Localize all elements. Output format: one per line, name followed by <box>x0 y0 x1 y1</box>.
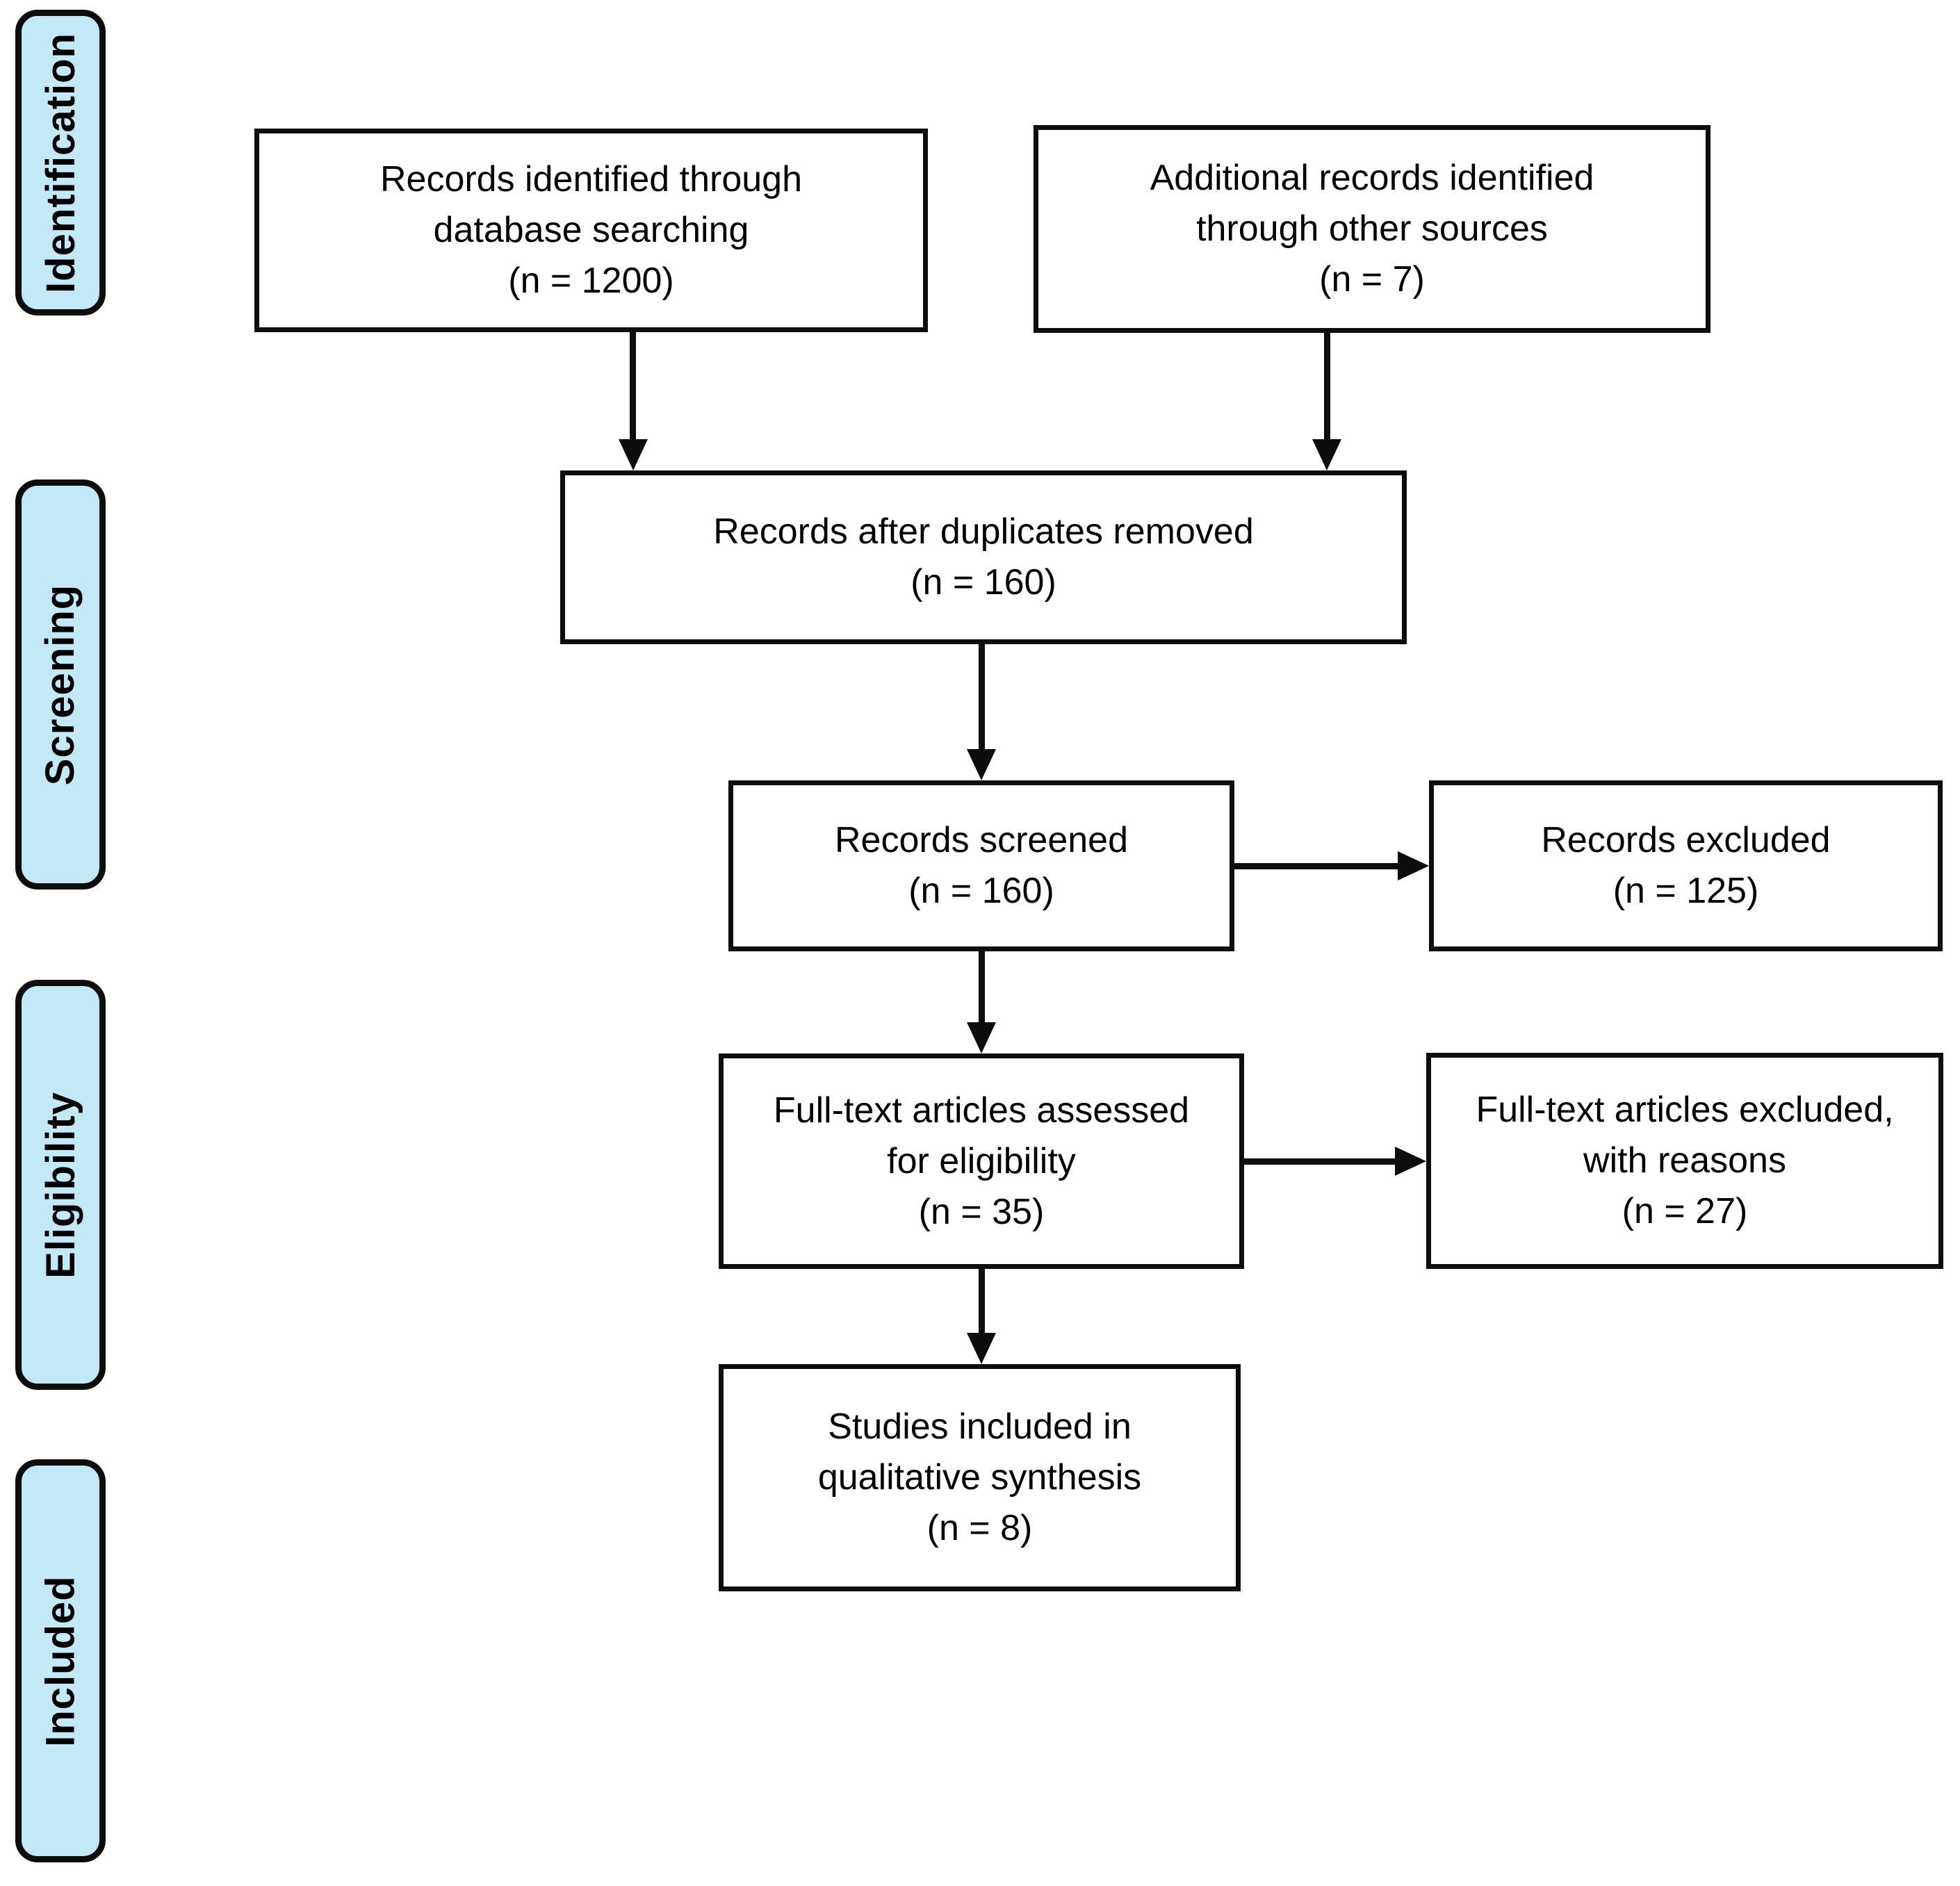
arrow-fulltext-to-excluded-head <box>1395 1147 1426 1176</box>
stage-eligibility: Eligibility <box>15 980 106 1390</box>
box-records-excluded-label: Records excluded <box>1541 820 1831 860</box>
stage-eligibility-label: Eligibility <box>38 1091 83 1279</box>
arrow-fulltext-to-excluded-shaft <box>1244 1158 1398 1165</box>
stage-included-label: Included <box>38 1575 83 1747</box>
box-records-identified-label: Records identified through database sear… <box>379 159 803 250</box>
stage-identification: Identification <box>15 10 106 315</box>
box-records-excluded-count: (n = 125) <box>1612 871 1759 911</box>
box-after-duplicates-count: (n = 160) <box>910 562 1056 602</box>
box-records-identified-count: (n = 1200) <box>508 261 674 301</box>
box-records-screened-count: (n = 160) <box>908 871 1054 911</box>
arrow-fulltext-to-included-shaft <box>979 1269 985 1336</box>
arrow-screened-to-excluded-shaft <box>1234 863 1400 869</box>
stage-identification-label: Identification <box>38 32 83 293</box>
box-records-excluded: Records excluded (n = 125) <box>1429 780 1943 951</box>
box-fulltext-excluded-count: (n = 27) <box>1622 1191 1748 1231</box>
box-fulltext-assessed: Full-text articles assessed for eligibil… <box>719 1053 1244 1269</box>
box-records-screened: Records screened (n = 160) <box>728 780 1234 951</box>
arrow-identified-to-duplicates-shaft <box>630 332 636 442</box>
box-additional-records-count: (n = 7) <box>1319 259 1425 300</box>
box-fulltext-assessed-count: (n = 35) <box>918 1191 1045 1232</box>
arrow-duplicates-to-screened-shaft <box>979 644 985 752</box>
box-additional-records-label: Additional records identified through ot… <box>1150 158 1594 249</box>
box-studies-included-count: (n = 8) <box>926 1508 1033 1548</box>
box-studies-included: Studies included in qualitative synthesi… <box>719 1364 1241 1591</box>
box-after-duplicates: Records after duplicates removed (n = 16… <box>560 470 1407 644</box>
arrow-additional-to-duplicates-shaft <box>1324 333 1330 442</box>
box-fulltext-assessed-label: Full-text articles assessed for eligibil… <box>773 1090 1190 1181</box>
box-fulltext-excluded: Full-text articles excluded, with reason… <box>1426 1053 1943 1269</box>
arrow-additional-to-duplicates-head <box>1312 439 1341 470</box>
stage-screening-label: Screening <box>38 584 83 785</box>
arrow-fulltext-to-included-head <box>967 1333 996 1364</box>
arrow-screened-to-fulltext-shaft <box>979 951 985 1025</box>
stage-included: Included <box>15 1459 106 1862</box>
arrow-identified-to-duplicates-head <box>619 439 648 470</box>
box-records-identified: Records identified through database sear… <box>254 129 928 332</box>
box-additional-records: Additional records identified through ot… <box>1034 125 1710 333</box>
arrow-screened-to-fulltext-head <box>967 1022 996 1053</box>
box-studies-included-label: Studies included in qualitative synthesi… <box>817 1407 1142 1498</box>
stage-screening: Screening <box>15 479 106 889</box>
box-after-duplicates-label: Records after duplicates removed <box>713 511 1254 552</box>
arrow-duplicates-to-screened-head <box>967 749 996 780</box>
box-fulltext-excluded-label: Full-text articles excluded, with reason… <box>1476 1090 1894 1181</box>
box-records-screened-label: Records screened <box>835 820 1128 860</box>
arrow-screened-to-excluded-head <box>1398 851 1429 880</box>
